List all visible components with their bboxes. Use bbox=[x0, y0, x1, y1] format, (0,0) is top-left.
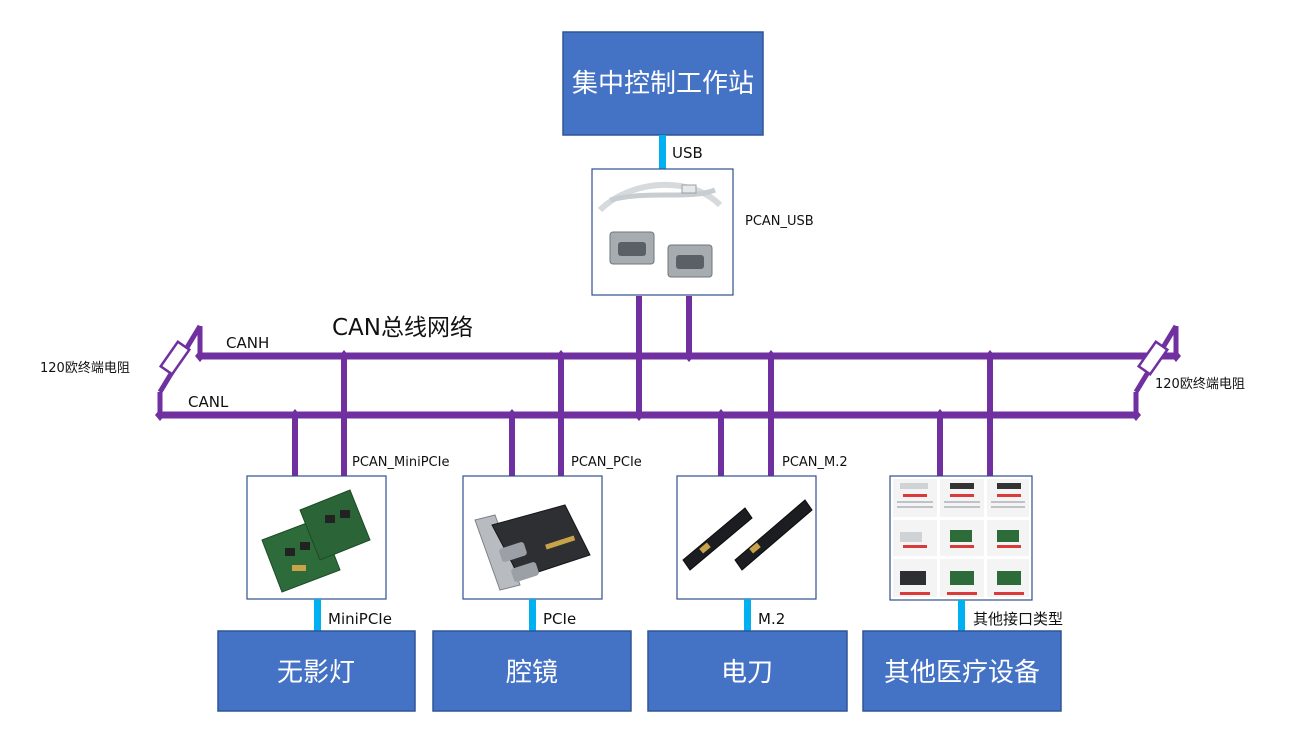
pcie-link bbox=[529, 599, 536, 631]
minipcie-link-label: MiniPCIe bbox=[328, 610, 392, 628]
adapter-pcie-label: PCAN_PCIe bbox=[571, 455, 642, 470]
adapter-other: 其他接口类型 bbox=[889, 475, 1063, 631]
adapter-minipcie-label: PCAN_MiniPCIe bbox=[352, 455, 449, 470]
device-surgical-light: 无影灯 bbox=[217, 630, 416, 712]
bus-title: CAN总线网络 bbox=[332, 315, 473, 341]
device-endoscope-label: 腔镜 bbox=[506, 658, 558, 688]
device-other-equipment: 其他医疗设备 bbox=[862, 630, 1062, 712]
adapter-minipcie: PCAN_MiniPCIe MiniPCIe bbox=[246, 455, 449, 631]
device-electrosurgical-knife-label: 电刀 bbox=[721, 658, 773, 688]
usb-link-label: USB bbox=[672, 144, 703, 162]
device-endoscope: 腔镜 bbox=[432, 630, 632, 712]
device-other-equipment-label: 其他医疗设备 bbox=[884, 658, 1040, 688]
can-bus: CAN总线网络 CANH CANL 120欧终端电阻 120欧终端电阻 bbox=[40, 296, 1245, 476]
resistor-icon bbox=[158, 339, 192, 377]
canh-label: CANH bbox=[226, 334, 269, 352]
terminator-right-label: 120欧终端电阻 bbox=[1155, 376, 1245, 392]
m2-link-label: M.2 bbox=[758, 610, 785, 628]
device-surgical-light-label: 无影灯 bbox=[277, 658, 355, 688]
m2-card-icon bbox=[682, 499, 813, 571]
adapter-m2: PCAN_M.2 M.2 bbox=[676, 455, 848, 631]
canl-label: CANL bbox=[188, 393, 229, 411]
minipcie-link bbox=[314, 599, 321, 631]
other-link bbox=[958, 600, 965, 631]
device-electrosurgical-knife: 电刀 bbox=[647, 630, 848, 712]
terminator-left-label: 120欧终端电阻 bbox=[40, 360, 130, 376]
usb-link bbox=[659, 135, 666, 169]
adapter-usb-label: PCAN_USB bbox=[745, 214, 814, 229]
other-link-label: 其他接口类型 bbox=[973, 610, 1063, 628]
adapter-usb: PCAN_USB bbox=[591, 168, 814, 296]
adapter-pcie: PCAN_PCIe PCIe bbox=[462, 455, 642, 631]
usb-adapter-icon bbox=[597, 181, 723, 278]
workstation: 集中控制工作站 USB bbox=[562, 31, 764, 169]
bus-drops bbox=[292, 296, 993, 476]
terminator-left bbox=[157, 324, 203, 415]
workstation-title: 集中控制工作站 bbox=[572, 69, 754, 99]
resistor-icon bbox=[1136, 339, 1170, 377]
pcie-card-icon bbox=[474, 504, 591, 591]
bus-junctions bbox=[155, 350, 1181, 421]
pcie-link-label: PCIe bbox=[543, 610, 576, 628]
terminator-right bbox=[1133, 324, 1179, 415]
minipcie-card-icon bbox=[261, 489, 371, 593]
m2-link bbox=[744, 599, 751, 631]
adapter-m2-label: PCAN_M.2 bbox=[782, 455, 848, 470]
product-catalog-icon bbox=[893, 479, 1029, 597]
